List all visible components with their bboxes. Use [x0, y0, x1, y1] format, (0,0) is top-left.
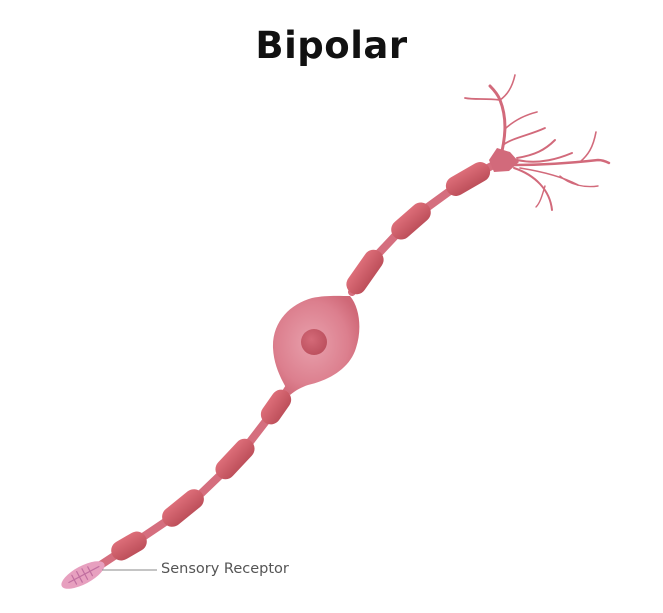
myelin-upper	[346, 162, 491, 295]
dendrites	[464, 74, 611, 211]
myelin-sheath	[260, 389, 292, 425]
nucleus	[301, 329, 327, 355]
myelin-sheath	[346, 249, 384, 295]
myelin-sheath	[391, 202, 431, 240]
myelin-sheath	[162, 489, 204, 527]
sensory-receptor-label: Sensory Receptor	[161, 561, 289, 577]
myelin-sheath	[445, 162, 491, 196]
myelin-sheath	[111, 531, 147, 561]
diagram-title: Bipolar	[255, 24, 408, 67]
dendrite-hub	[489, 148, 519, 172]
myelin-lower	[111, 389, 292, 561]
sensory-receptor	[61, 561, 105, 589]
myelin-sheath	[215, 438, 255, 480]
